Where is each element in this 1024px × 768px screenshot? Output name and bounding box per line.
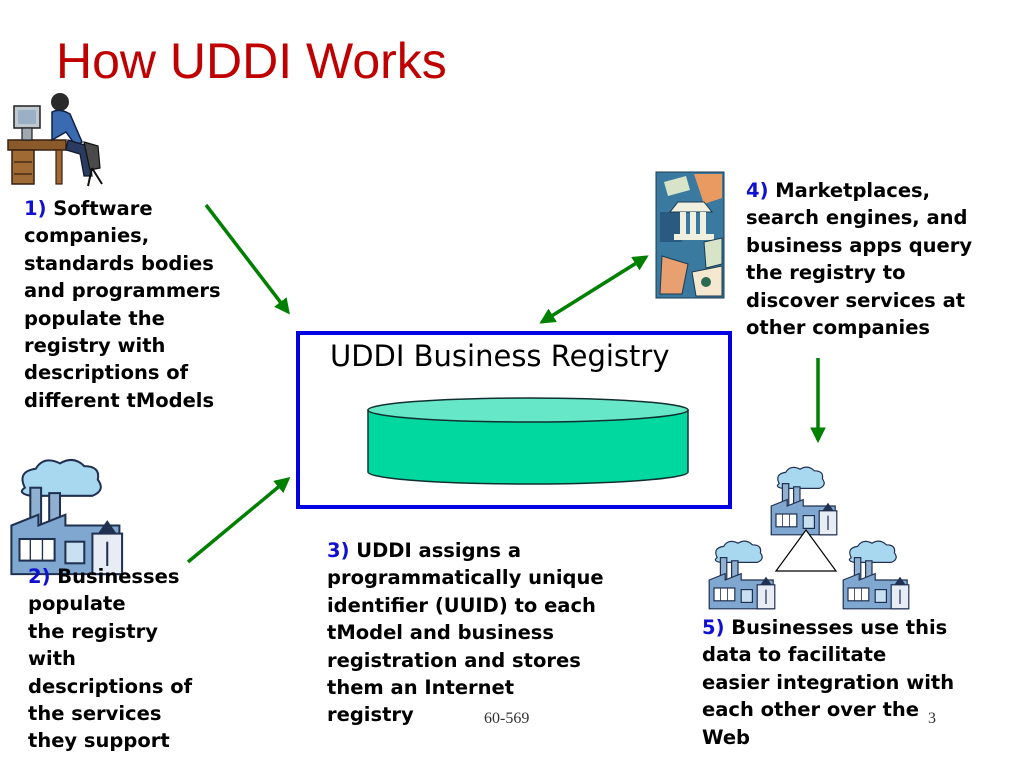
step-number: 1) <box>24 197 47 220</box>
arrow-step1-to-registry <box>204 203 290 315</box>
arrow-step2-to-registry <box>186 476 291 564</box>
step-2-text: 2) Businesses populate the registry with… <box>28 565 193 753</box>
step-number: 3) <box>327 539 350 562</box>
programmer-at-computer-icon <box>7 93 103 187</box>
arrow-registry-marketplace <box>539 255 649 324</box>
step-3-text: 3) UDDI assigns a programmatically uniqu… <box>327 539 604 727</box>
marketplace-collage-icon <box>655 171 725 299</box>
step-number: 4) <box>746 179 769 202</box>
database-cylinder <box>367 397 689 485</box>
footer-course-code: 60-569 <box>484 710 530 727</box>
registry-box <box>296 331 732 509</box>
footer-page-number: 3 <box>928 710 936 727</box>
factory-network-icon <box>708 466 910 610</box>
registry-label: UDDI Business Registry <box>330 339 670 373</box>
step-number: 5) <box>702 616 725 639</box>
slide-title: How UDDI Works <box>56 33 447 89</box>
step-5-text: 5) Businesses use this data to facilitat… <box>702 616 955 749</box>
step-1-text: 1) Software companies, standards bodies … <box>24 197 221 412</box>
step-4-text: 4) Marketplaces, search engines, and bus… <box>746 179 973 340</box>
factory-icon <box>10 458 124 576</box>
step-number: 2) <box>28 565 51 588</box>
